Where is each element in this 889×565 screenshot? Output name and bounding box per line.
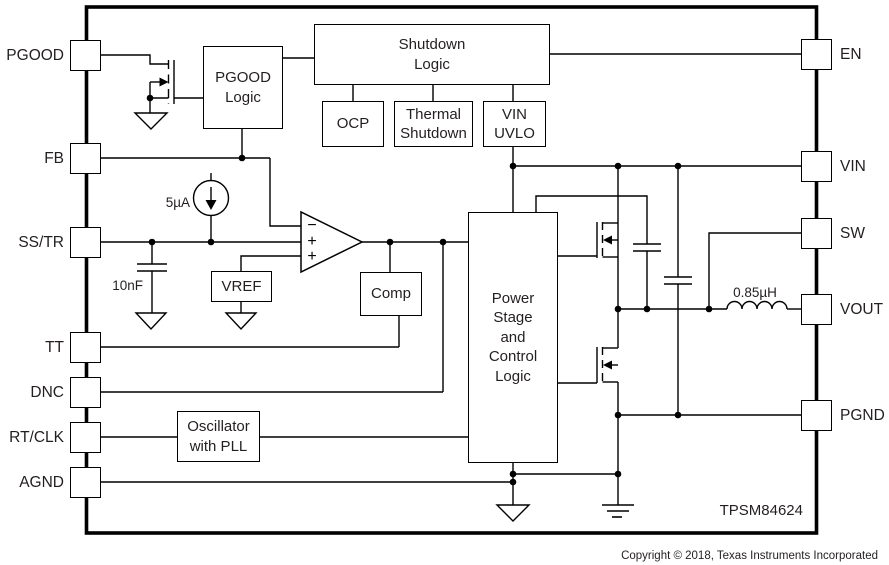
pin-label-vin: VIN: [840, 158, 866, 175]
pin-label-tt: TT: [45, 339, 64, 356]
block-vin-uvlo: VIN UVLO: [483, 101, 546, 147]
soft-start-ground-icon: [134, 312, 168, 331]
soft-start-capacitor-icon: [137, 263, 167, 272]
high-side-mosfet-icon: [596, 222, 618, 258]
wire-sw-pin: [708, 232, 801, 309]
block-ocp: OCP: [322, 101, 384, 147]
pin-label-en: EN: [840, 46, 862, 63]
pin-sstr-box: [70, 227, 101, 258]
block-power-stage: Power Stage and Control Logic: [468, 212, 558, 463]
wire-vref-opamp: [240, 255, 301, 271]
pgood-ground-icon: [133, 112, 169, 130]
module-border: [84, 5, 819, 535]
pin-sw-box: [801, 218, 832, 249]
wire-dnc: [100, 242, 444, 393]
pin-label-sstr: SS/TR: [18, 234, 64, 251]
block-vref: VREF: [211, 271, 272, 302]
wire-fb-opamp: [269, 158, 301, 227]
pin-pgood-box: [70, 40, 101, 71]
low-side-mosfet-icon: [596, 347, 618, 383]
pin-dnc-box: [70, 377, 101, 408]
pin-rtclk-box: [70, 422, 101, 453]
opamp-minus-sign: −: [307, 217, 316, 234]
wire-boot: [535, 195, 648, 309]
pin-en-box: [801, 39, 832, 70]
opamp-plus-top-sign: +: [307, 233, 316, 250]
wire-gnd-tie: [512, 463, 618, 505]
pin-label-rtclk: RT/CLK: [9, 429, 64, 446]
block-comp: Comp: [360, 272, 422, 316]
bootstrap-capacitor-icon: [633, 243, 661, 252]
junction-dots: [146, 94, 713, 486]
block-oscillator: Oscillator with PLL: [177, 411, 260, 462]
pin-label-vout: VOUT: [840, 301, 884, 318]
vref-ground-icon: [224, 312, 258, 331]
part-number: TPSM84624: [719, 502, 803, 519]
pin-label-sw: SW: [840, 225, 865, 242]
soft-start-cap-label: 10nF: [112, 278, 143, 293]
pin-agnd-box: [70, 467, 101, 498]
wire-pgood: [100, 54, 169, 65]
opamp-plus-bottom-sign: +: [307, 248, 316, 265]
current-source-label: 5µA: [165, 195, 190, 210]
pin-label-dnc: DNC: [30, 384, 64, 401]
block-thermal-shutdown: Thermal Shutdown: [394, 101, 473, 147]
analog-ground-icon: [495, 504, 531, 522]
pin-vout-box: [801, 294, 832, 325]
pin-label-pgood: PGOOD: [6, 47, 64, 64]
pin-tt-box: [70, 332, 101, 363]
pin-label-fb: FB: [44, 150, 64, 167]
block-pgood-logic: PGOOD Logic: [203, 46, 283, 129]
copyright-notice: Copyright © 2018, Texas Instruments Inco…: [621, 550, 878, 562]
inductor-icon: [726, 300, 788, 310]
power-ground-icon: [602, 504, 634, 518]
pin-pgnd-box: [801, 400, 832, 431]
block-shutdown-logic: Shutdown Logic: [314, 24, 550, 85]
current-source-icon: [192, 179, 230, 217]
pin-vin-box: [801, 151, 832, 182]
inductor-label: 0.85µH: [733, 285, 777, 300]
pin-fb-box: [70, 143, 101, 174]
pin-label-pgnd: PGND: [840, 407, 885, 424]
pgood-mosfet-icon: [149, 60, 203, 113]
input-capacitor-icon: [664, 276, 692, 285]
error-amplifier-icon: − + +: [300, 210, 364, 274]
pin-label-agnd: AGND: [19, 474, 64, 491]
